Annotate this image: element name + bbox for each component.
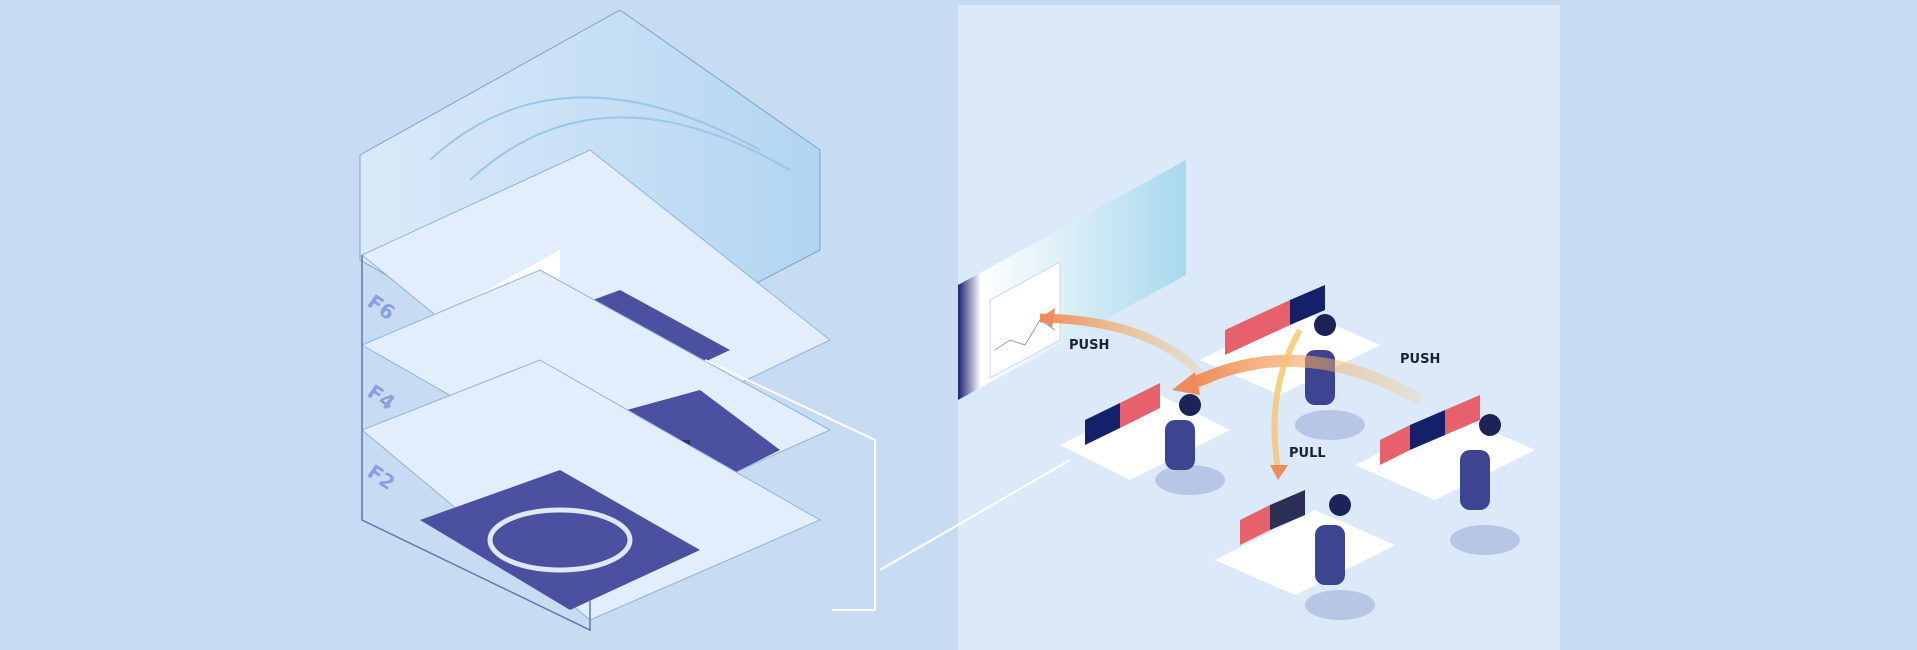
floor-f2 <box>361 359 822 621</box>
pull-label: PULL <box>1289 446 1326 461</box>
connector-line <box>879 459 1071 571</box>
desk <box>1215 490 1395 620</box>
desk <box>1060 383 1230 495</box>
push-arrow <box>1039 313 1214 388</box>
pull-arrow <box>1271 328 1303 471</box>
desk <box>1355 395 1535 555</box>
floor-label-f2: F2 <box>363 459 399 494</box>
connector-line <box>704 359 876 611</box>
building-cutaway: F6 F4 F2 <box>359 9 1071 632</box>
data-flow-arrows: PUSH PUSH PULL <box>1039 308 1440 480</box>
video-wall <box>958 160 1186 400</box>
push-label: PUSH <box>1069 338 1109 353</box>
push-label: PUSH <box>1400 352 1440 367</box>
push-arrow <box>1187 354 1424 406</box>
floor-label-f4: F4 <box>363 379 399 414</box>
floor-label-f6: F6 <box>363 289 399 324</box>
